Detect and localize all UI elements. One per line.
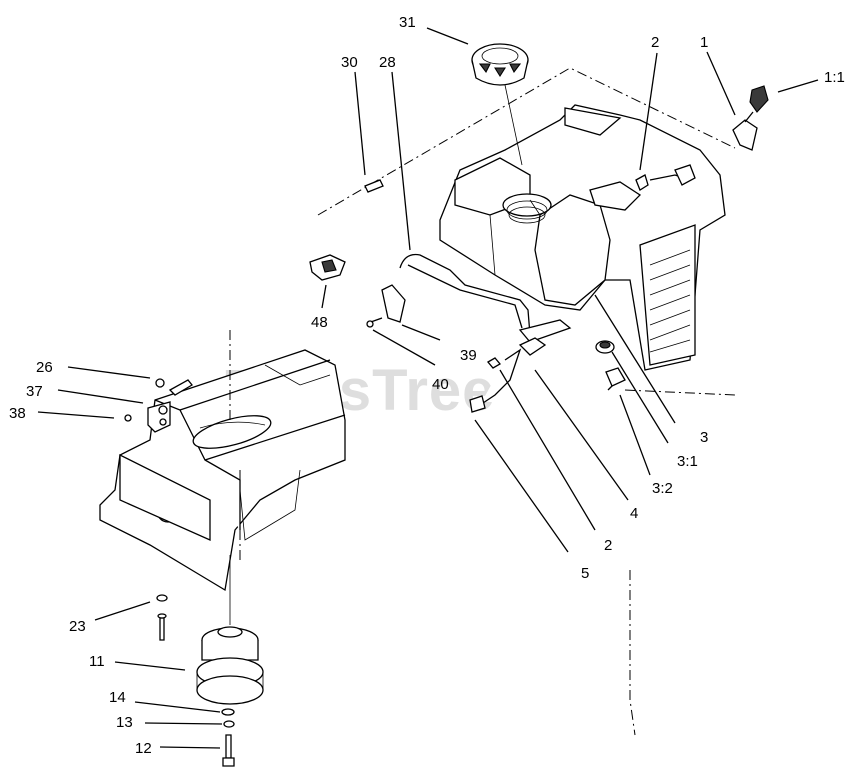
fuel-line-clip — [309, 254, 346, 281]
callout-11: 11 — [89, 653, 105, 670]
callout-3-1: 3:1 — [677, 453, 698, 470]
fuel-line-assembly — [399, 253, 572, 413]
nut-13 — [223, 720, 235, 728]
callout-23: 23 — [69, 618, 86, 635]
bolt-23 — [156, 594, 168, 641]
tank-vent-clip — [635, 164, 696, 191]
vent-hose — [364, 179, 384, 193]
callout-39: 39 — [460, 347, 477, 364]
callout-labels: 31 2 1 1:1 30 28 48 39 40 3 3:1 3:2 4 2 … — [9, 14, 845, 757]
fuel-gauge-sender — [732, 85, 769, 151]
callout-13: 13 — [116, 714, 133, 731]
callout-2-top: 2 — [651, 34, 659, 51]
callout-14: 14 — [109, 689, 126, 706]
bolt-12 — [222, 734, 235, 767]
assembly-centerline-vertical — [629, 570, 636, 736]
frame-bracket — [124, 378, 193, 433]
callout-3: 3 — [700, 429, 708, 446]
fuel-shutoff-valve — [605, 367, 626, 391]
fuel-line-bracket — [366, 284, 406, 328]
fuel-shutoff-grommet — [595, 340, 615, 354]
fuel-cap — [471, 43, 529, 86]
callout-26: 26 — [36, 359, 53, 376]
callout-40: 40 — [432, 376, 449, 393]
washer-14 — [221, 708, 235, 716]
callout-1-1: 1:1 — [824, 69, 845, 86]
callout-5: 5 — [581, 565, 589, 582]
callout-3-2: 3:2 — [652, 480, 673, 497]
callout-4: 4 — [630, 505, 638, 522]
callout-2-bottom: 2 — [604, 537, 612, 554]
callout-28: 28 — [379, 54, 396, 71]
callout-31: 31 — [399, 14, 416, 31]
fuel-tank — [439, 104, 726, 371]
assembly-centerline-lower — [624, 389, 736, 396]
callout-12: 12 — [135, 740, 152, 757]
callout-48: 48 — [311, 314, 328, 331]
callout-30: 30 — [341, 54, 358, 71]
cap-axis-line — [504, 84, 523, 166]
leader-lines — [37, 27, 819, 749]
callout-1: 1 — [700, 34, 708, 51]
callout-37: 37 — [26, 383, 43, 400]
callout-38: 38 — [9, 405, 26, 422]
idler-pulley — [196, 626, 264, 705]
